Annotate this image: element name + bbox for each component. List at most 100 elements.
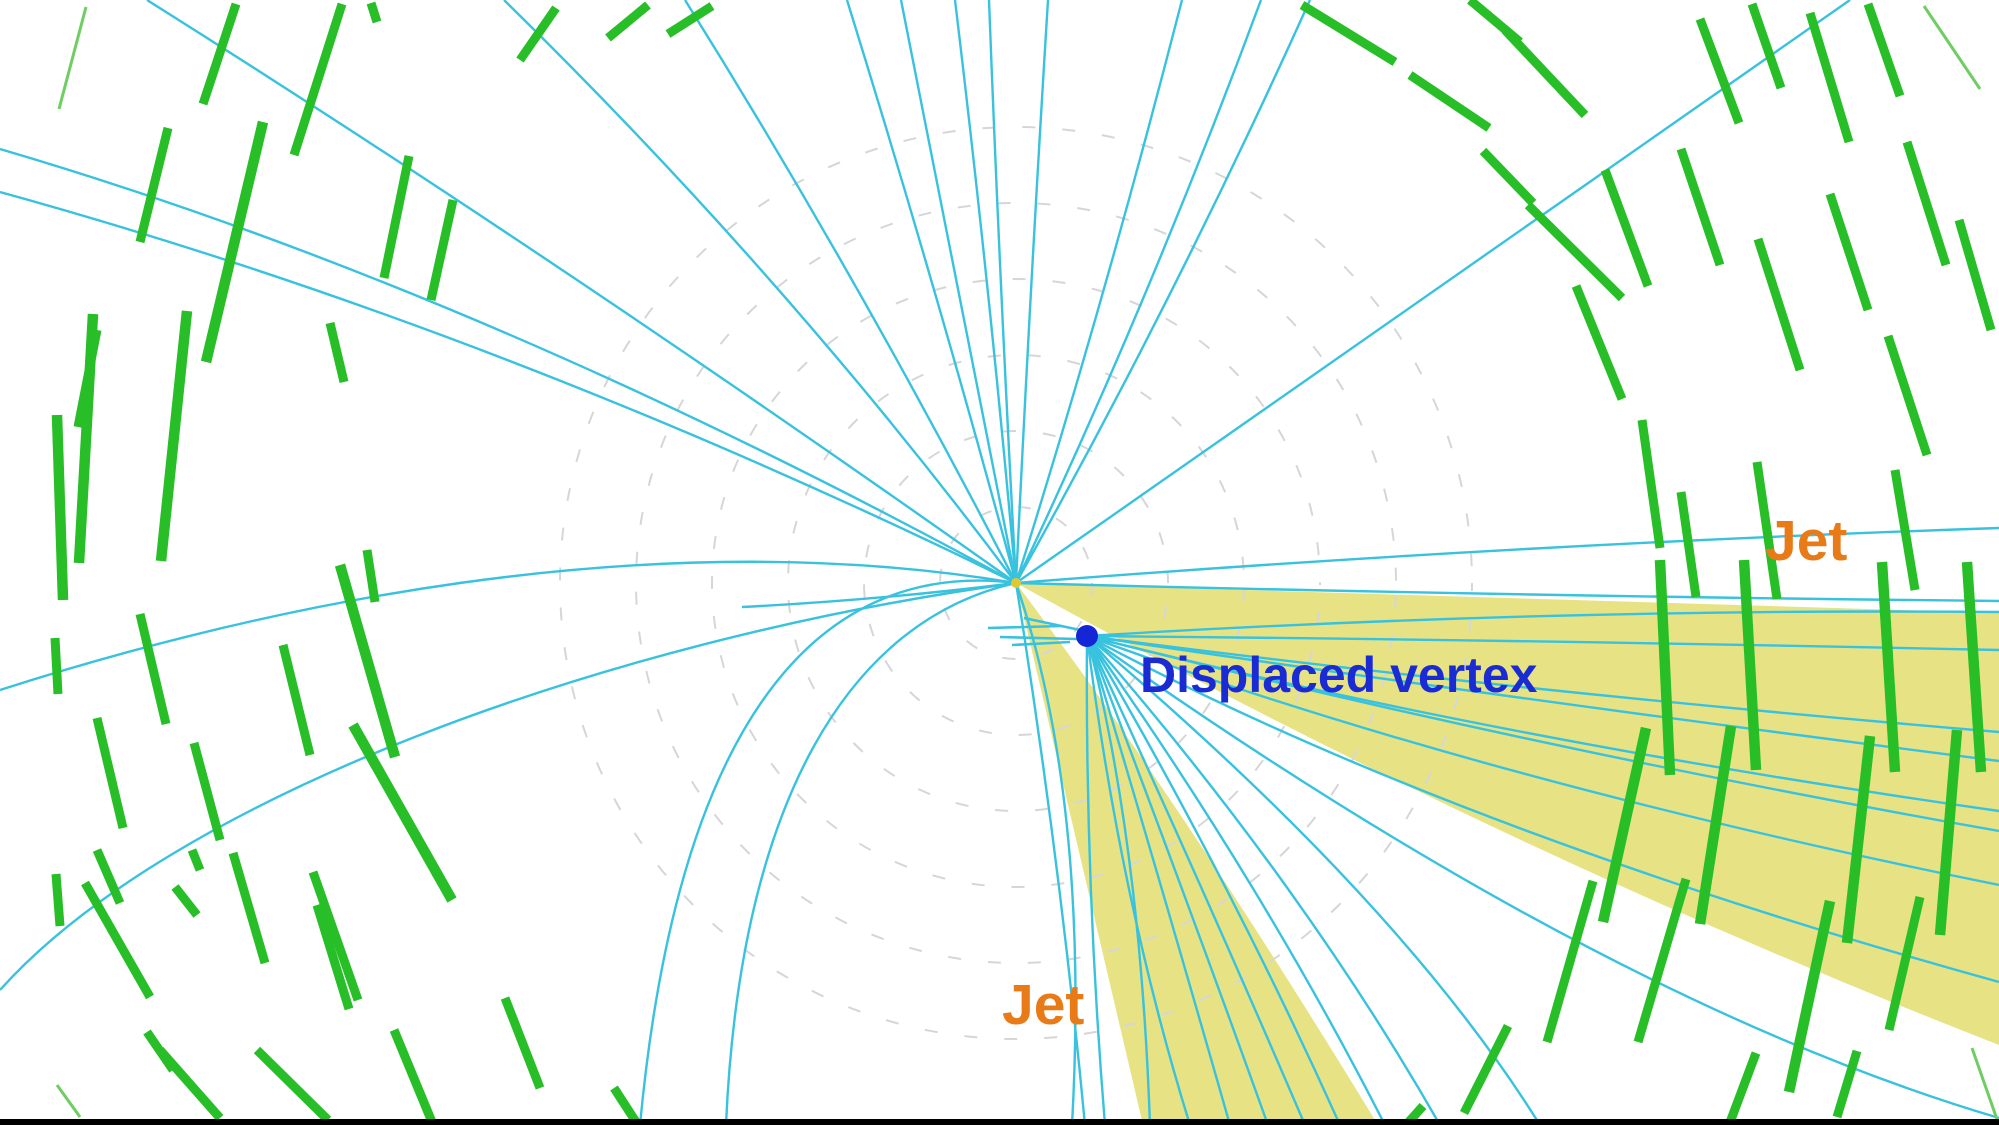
muon-segment	[278, 643, 315, 757]
muon-segment	[1825, 192, 1873, 312]
muon-segment	[155, 310, 193, 562]
muon-segment	[1954, 218, 1996, 332]
particle-track	[1014, 0, 1312, 584]
particle-track	[1085, 635, 1152, 1125]
muon-segment	[1600, 168, 1653, 288]
particle-track	[1086, 634, 1999, 763]
muon-segment	[334, 563, 401, 759]
particle-track	[1086, 634, 1999, 734]
muon-segment	[1654, 559, 1676, 776]
particle-track	[1085, 635, 1232, 1125]
muon-segment	[325, 321, 349, 384]
vertex-track-stub	[1011, 640, 1071, 647]
muon-segment	[1597, 726, 1652, 924]
muon-segment	[1571, 284, 1627, 401]
detector-layer-ring	[559, 126, 1473, 1040]
muon-segment	[665, 2, 715, 38]
muon-segment	[1805, 11, 1854, 144]
muon-segment	[1902, 140, 1951, 267]
particle-track	[1014, 0, 1184, 584]
particle-track	[953, 0, 1018, 584]
particle-track	[899, 0, 1018, 584]
muon-segment	[1695, 17, 1744, 125]
muon-segment	[1542, 879, 1598, 1044]
muon-segment	[1501, 26, 1589, 119]
muon-segment	[1783, 899, 1836, 1094]
particle-track	[1085, 635, 1192, 1125]
muon-segment	[1694, 725, 1737, 925]
particle-track	[638, 579, 1017, 1125]
muon-segment	[1832, 1049, 1862, 1119]
particle-track	[1086, 635, 1999, 1120]
particle-track	[503, 0, 1017, 584]
particle-track	[1085, 635, 1270, 1125]
muon-segment	[92, 716, 128, 830]
muon-segment	[1752, 461, 1782, 600]
muon-segment	[1747, 2, 1786, 90]
muon-segment	[50, 637, 63, 695]
muon-segment	[362, 549, 380, 603]
muon-segment-thin	[1970, 1047, 1999, 1125]
muon-segment	[1299, 1, 1398, 66]
muon-segment	[135, 126, 173, 244]
muon-segment-thin	[55, 1084, 82, 1118]
muon-segment	[1876, 561, 1901, 773]
particle-track	[1015, 581, 1999, 603]
particle-track	[1014, 0, 1050, 584]
muon-segment	[1724, 1051, 1761, 1125]
particle-track	[1085, 635, 1307, 1125]
particle-track	[724, 581, 1017, 1125]
muon-segment	[348, 722, 457, 903]
muon-segment	[51, 414, 69, 601]
displaced-vertex-dot	[1076, 625, 1098, 647]
muon-segment	[92, 848, 125, 905]
muon-segment	[253, 1046, 332, 1124]
muon-segment	[189, 741, 225, 842]
muon-segment	[1934, 729, 1963, 936]
particle-track	[1086, 635, 1442, 1125]
particle-track	[0, 581, 1017, 991]
muon-segment	[366, 1, 382, 24]
particle-track	[1086, 634, 1999, 652]
muon-segment	[135, 612, 171, 726]
muon-segment	[379, 155, 414, 279]
muon-segment	[605, 1, 651, 42]
muon-segment	[308, 870, 363, 1002]
muon-segment	[1407, 71, 1492, 132]
muon-segment	[1863, 2, 1905, 98]
muon-segment	[1961, 561, 1987, 773]
muon-segment	[426, 199, 458, 301]
particle-track	[1015, 526, 1999, 585]
muon-segment	[1633, 877, 1691, 1044]
muon-segment	[1884, 895, 1925, 1032]
vertex-track-stub	[987, 624, 1063, 630]
muon-segment	[73, 329, 102, 428]
particle-track	[1014, 582, 1087, 1125]
detector-layer-ring	[711, 278, 1321, 888]
muon-segment	[1637, 419, 1665, 549]
particle-track	[1086, 610, 1999, 638]
particle-track	[1015, 0, 1851, 584]
muon-segment	[312, 903, 354, 1011]
particle-track	[1014, 582, 1077, 1125]
muon-segment	[1738, 559, 1762, 771]
jet-label-bottom: Jet	[1002, 973, 1085, 1037]
muon-segment	[289, 2, 347, 157]
muon-segment	[1841, 735, 1876, 944]
muon-segment	[610, 1085, 642, 1125]
particle-track	[1085, 635, 1107, 1125]
particle-track	[0, 190, 1017, 585]
particle-track	[146, 0, 1017, 584]
displaced-vertex-label: Displaced vertex	[1140, 647, 1538, 703]
primary-vertex-dot	[1011, 578, 1021, 588]
muon-segment	[1676, 147, 1725, 267]
muon-segment	[1459, 1023, 1513, 1116]
detector-layer-ring	[939, 506, 1093, 660]
muon-segment	[156, 1047, 224, 1121]
muon-segment	[51, 873, 65, 927]
muon-segment	[228, 851, 270, 965]
muon-segment-thin	[57, 6, 88, 110]
vertex-track-stub	[1023, 616, 1081, 632]
